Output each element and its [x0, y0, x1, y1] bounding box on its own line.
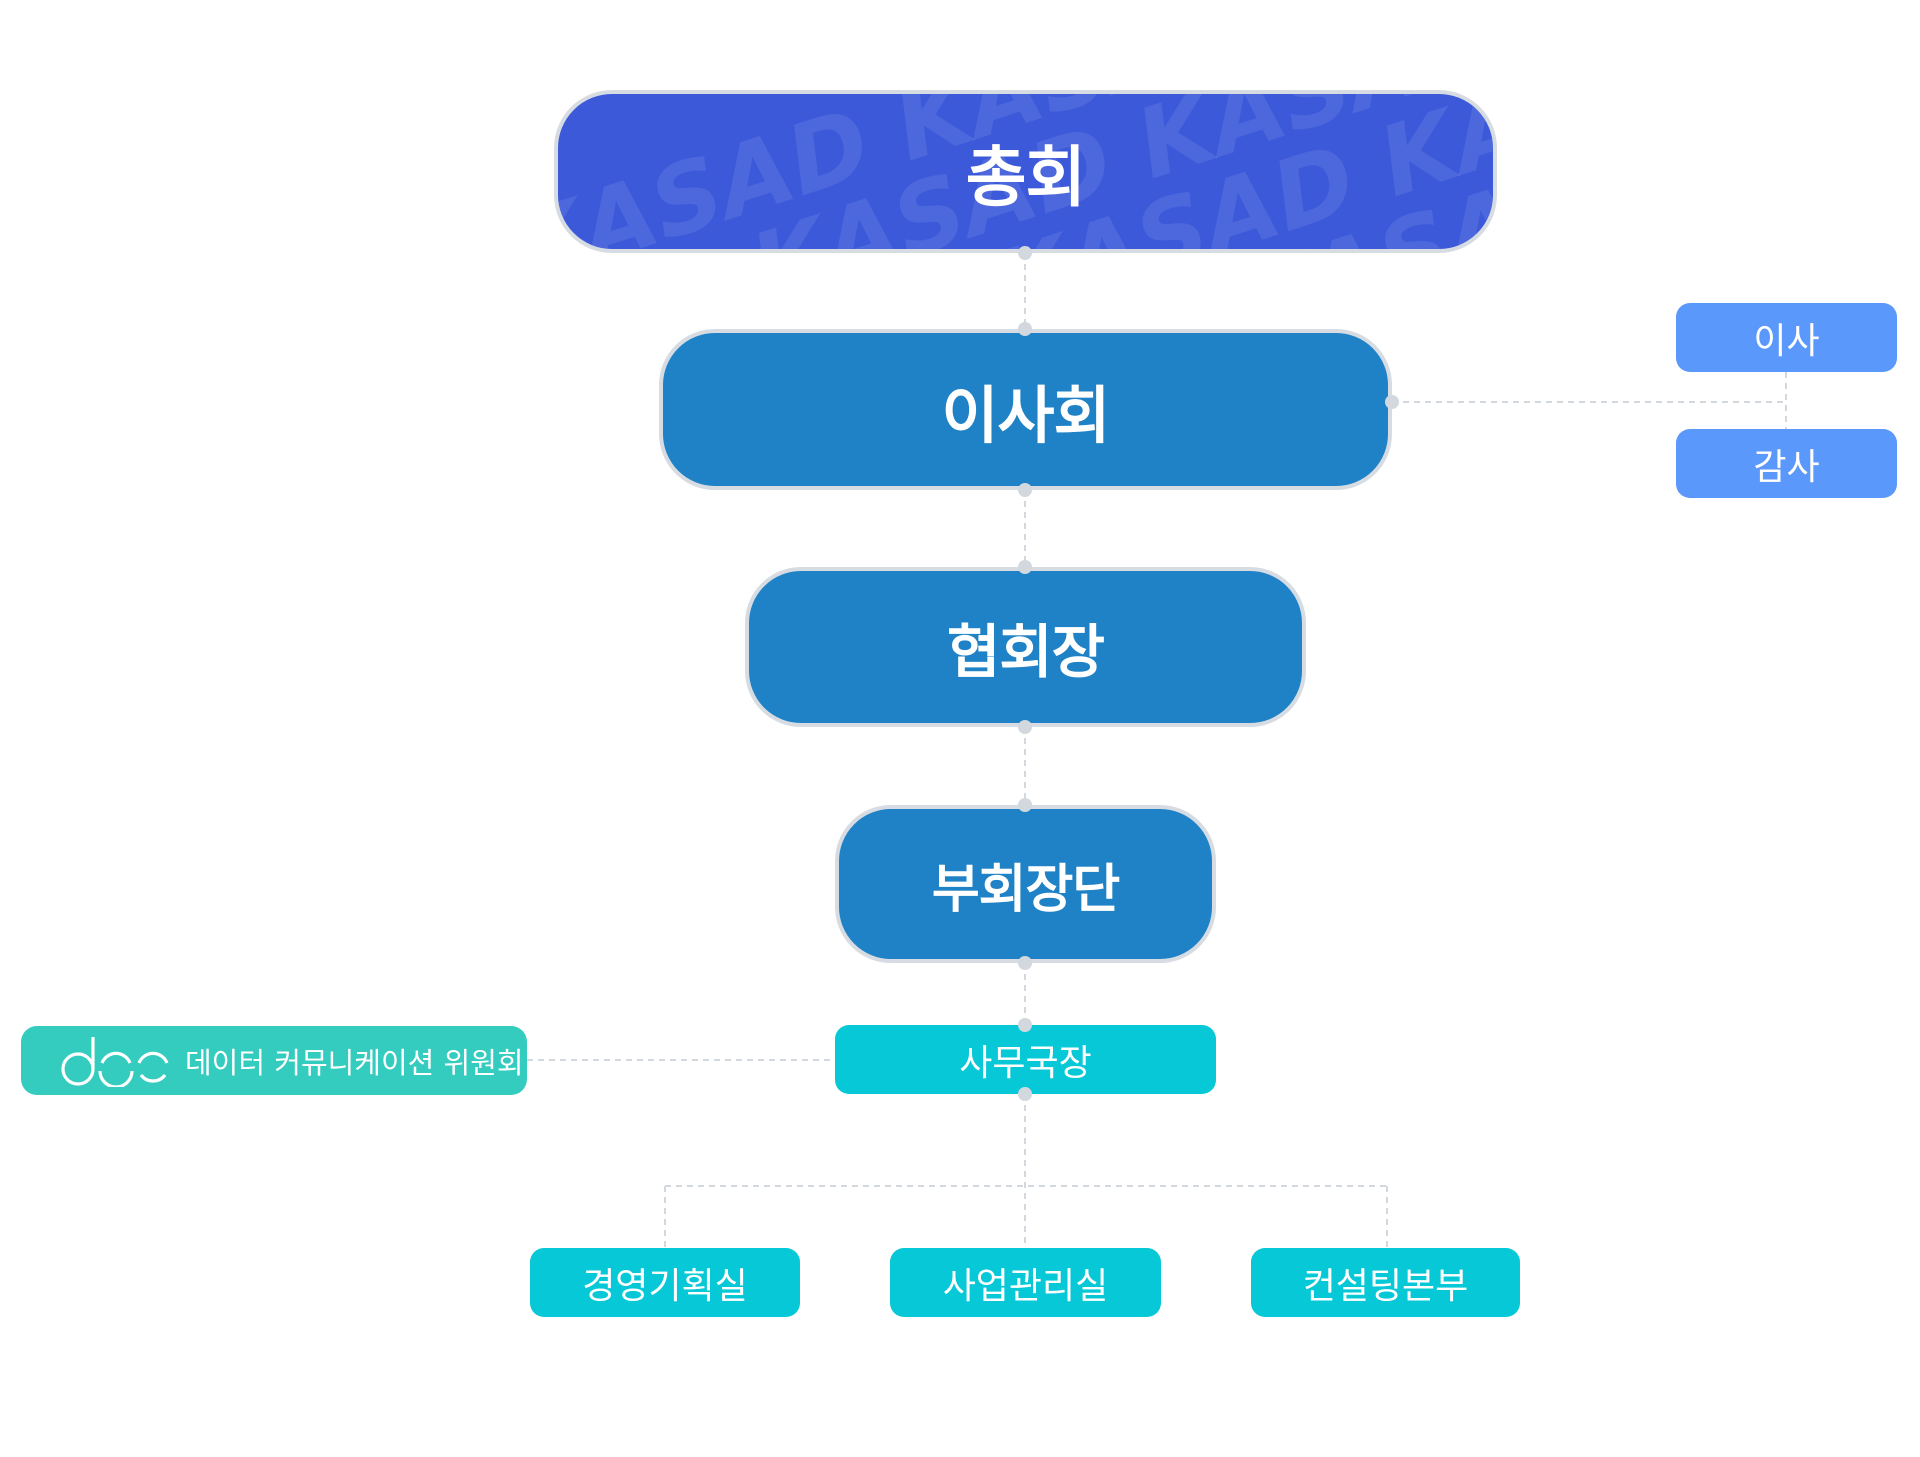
node-label: 컨설팅본부: [1302, 1265, 1469, 1307]
node-label: 이사회: [941, 378, 1110, 452]
connector-dot: [1018, 956, 1032, 970]
node-board-of-directors: 이사회: [659, 329, 1392, 490]
connector-dot: [1018, 1087, 1032, 1101]
connector-dot: [1018, 560, 1032, 574]
connector-dot: [1018, 798, 1032, 812]
node-president: 협회장: [745, 567, 1306, 727]
node-label: 감사: [1753, 446, 1820, 488]
node-secretary-general: 사무국장: [835, 1025, 1216, 1094]
node-label: 협회장: [946, 618, 1105, 686]
node-dept-consulting: 컨설팅본부: [1251, 1248, 1520, 1317]
node-dept-project-management: 사업관리실: [890, 1248, 1161, 1317]
node-label: 부회장단: [931, 859, 1120, 920]
node-general-assembly: KASAD KASAD KASAD KASAD KASAD KASAD KASA…: [554, 90, 1497, 253]
connector-dot: [1385, 395, 1399, 409]
node-dcc-committee: 데이터 커뮤니케이션 위원회: [21, 1026, 527, 1095]
connector-dot: [1018, 246, 1032, 260]
node-label: 데이터 커뮤니케이션 위원회: [185, 1045, 524, 1080]
dcc-logo-icon: [61, 1036, 169, 1087]
node-label: 경영기획실: [582, 1265, 748, 1307]
node-vice-presidents: 부회장단: [835, 805, 1216, 963]
node-dept-management-planning: 경영기획실: [530, 1248, 800, 1317]
node-label: 총회: [965, 138, 1086, 216]
node-label: 사무국장: [959, 1042, 1092, 1084]
connector-dot: [1018, 322, 1032, 336]
connector-dot: [1018, 1018, 1032, 1032]
connector-dot: [1018, 720, 1032, 734]
node-label: 사업관리실: [942, 1265, 1109, 1307]
node-director: 이사: [1676, 303, 1897, 372]
node-label: 이사: [1753, 320, 1820, 362]
connector-dot: [1018, 483, 1032, 497]
node-auditor: 감사: [1676, 429, 1897, 498]
